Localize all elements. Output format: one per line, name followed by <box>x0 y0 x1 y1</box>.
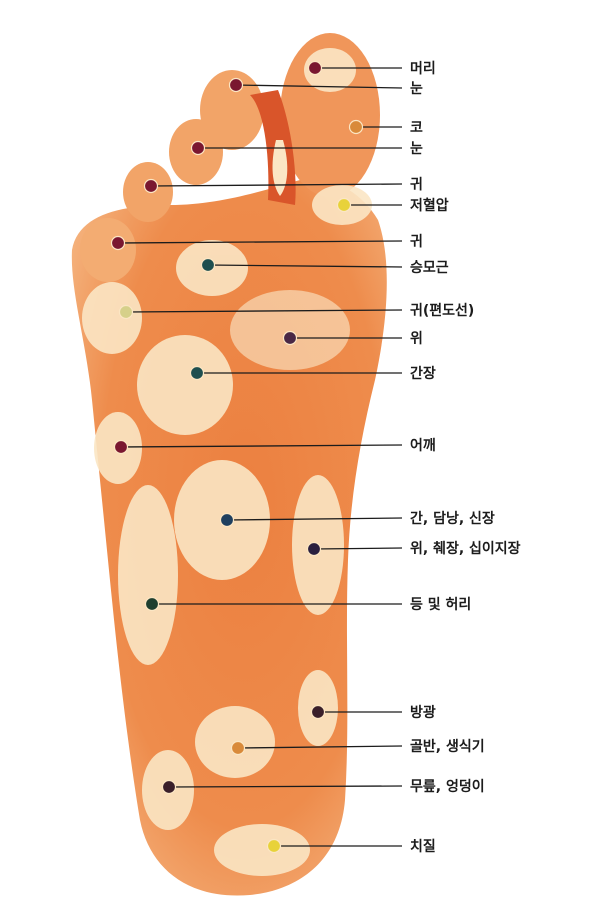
point-label: 귀 <box>410 176 423 193</box>
point-dot <box>110 235 126 251</box>
leader-line <box>168 785 403 788</box>
leader-line <box>235 84 403 89</box>
point-dot <box>306 541 322 557</box>
leader-line <box>125 309 403 313</box>
zone <box>118 485 178 665</box>
point-label: 치질 <box>410 839 436 855</box>
point-label: 승모근 <box>410 260 449 276</box>
zone <box>304 48 356 92</box>
point-label: 머리 <box>410 61 436 77</box>
leader-line <box>207 264 403 268</box>
point-dot <box>219 512 235 528</box>
reflex-point-eye-1: 눈 <box>228 77 423 97</box>
point-label: 어깨 <box>410 437 436 454</box>
point-dot <box>118 304 134 320</box>
zone <box>82 282 142 354</box>
point-dot <box>282 330 298 346</box>
leader-line <box>150 183 403 187</box>
point-label: 등 및 허리 <box>410 596 471 613</box>
point-dot <box>266 838 282 854</box>
point-dot <box>200 257 216 273</box>
point-dot <box>307 60 323 76</box>
zone <box>230 290 350 370</box>
reflex-point-ear-2: 귀 <box>110 233 423 251</box>
point-dot <box>113 439 129 455</box>
point-dot <box>144 596 160 612</box>
point-label: 위, 췌장, 십이지장 <box>410 540 521 557</box>
reflex-point-head: 머리 <box>307 60 436 77</box>
leader-line <box>120 444 403 448</box>
leader-line <box>226 517 403 521</box>
reflex-point-bladder: 방광 <box>310 704 436 721</box>
reflex-point-eye-2: 눈 <box>190 140 423 157</box>
reflex-point-pelvis: 골반, 생식기 <box>230 738 485 756</box>
point-label: 귀 <box>410 233 423 250</box>
point-label: 골반, 생식기 <box>410 738 485 755</box>
point-label: 간, 담낭, 신장 <box>410 510 495 527</box>
reflex-point-liver-gb-kidney: 간, 담낭, 신장 <box>219 510 495 528</box>
point-dot <box>348 119 364 135</box>
reflex-point-stomach: 위 <box>282 330 423 347</box>
reflex-point-ear-tonsil: 귀(편도선) <box>118 302 474 320</box>
point-label: 귀(편도선) <box>410 302 474 319</box>
reflex-point-hypotension: 저혈압 <box>336 197 449 214</box>
point-label: 무릎, 엉덩이 <box>410 778 485 795</box>
reflex-point-liver: 간장 <box>189 365 436 382</box>
point-dot <box>228 77 244 93</box>
reflex-point-ear-1: 귀 <box>143 176 423 194</box>
leader-line <box>117 240 403 244</box>
point-label: 코 <box>410 120 423 136</box>
point-label: 눈 <box>410 81 423 97</box>
point-dot <box>190 140 206 156</box>
leader-line <box>237 745 403 749</box>
point-label: 위 <box>410 331 423 347</box>
point-dot <box>189 365 205 381</box>
zone <box>137 335 233 435</box>
reflex-point-nose: 코 <box>348 119 423 136</box>
toe-gap-highlight <box>272 140 288 196</box>
foot-illustration <box>71 33 387 896</box>
reflex-point-stomach-pancreas-duo: 위, 췌장, 십이지장 <box>306 540 521 557</box>
reflex-point-knee-hip: 무릎, 엉덩이 <box>161 778 485 795</box>
point-dot <box>230 740 246 756</box>
point-label: 저혈압 <box>410 197 449 214</box>
reflex-point-trapezius: 승모근 <box>200 257 449 276</box>
point-dot <box>310 704 326 720</box>
point-label: 눈 <box>410 141 423 157</box>
point-label: 방광 <box>410 704 436 721</box>
point-label: 간장 <box>410 365 436 382</box>
reflex-point-shoulder: 어깨 <box>113 437 436 455</box>
point-dot <box>336 197 352 213</box>
point-dot <box>161 779 177 795</box>
reflex-point-back-waist: 등 및 허리 <box>144 596 471 613</box>
fifth-toe <box>80 218 136 282</box>
point-dot <box>143 178 159 194</box>
leader-line <box>313 547 403 550</box>
zone <box>214 824 310 876</box>
reflex-point-hemorrhoids: 치질 <box>266 838 436 855</box>
